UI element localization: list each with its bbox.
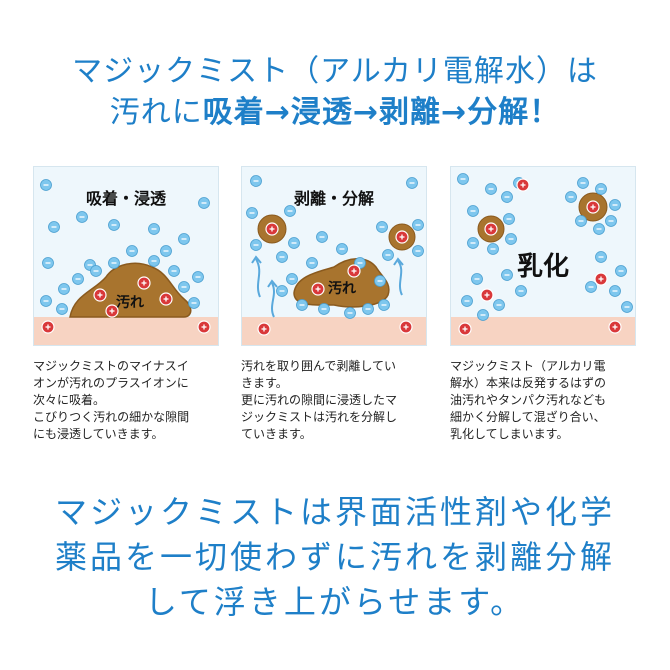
panel-2-description: 汚れを取り囲んで剥離してい きます。 更に汚れの隙間に浸透したマ ジックミストは… xyxy=(241,358,429,443)
footer-line-1: マジックミストは界面活性剤や化学 xyxy=(54,493,615,531)
surface xyxy=(242,317,426,345)
emulsify-illustration: 乳化 xyxy=(451,173,635,345)
desc-line: 乳化してしまいます。 xyxy=(450,427,569,441)
peel-illustration: 剥離・分解 汚れ xyxy=(242,175,426,345)
minus-ions xyxy=(40,179,210,315)
headline-line-2: 汚れに吸着→浸透→剥離→分解！ xyxy=(0,93,670,133)
desc-line: 更に汚れの隙間に浸透したマ xyxy=(241,393,398,407)
plus-ions xyxy=(41,276,211,334)
desc-line: ジックミストは汚れを分解し xyxy=(241,410,398,424)
footer-line-3: して浮き上がらせます。 xyxy=(144,583,526,621)
panel-adsorption: 吸着・浸透 汚れ xyxy=(33,166,219,346)
rising-arrows xyxy=(251,255,404,318)
panel-title: 吸着・浸透 xyxy=(86,189,167,208)
panel-3-description: マジックミスト（アルカリ電 解水）本来は反発するはずの 油汚れやタンパク汚れなど… xyxy=(450,358,638,443)
panel-emulsify: 乳化 xyxy=(450,166,636,346)
panel-title: 剥離・分解 xyxy=(294,189,374,208)
panel-peel-decompose: 剥離・分解 汚れ xyxy=(241,166,427,346)
desc-line: 細かく分解して混ざり合い、 xyxy=(450,410,606,424)
panel-1-description: マジックミストのマイナスイ オンが汚れのプラスイオンに 次々に吸着。 こびりつく… xyxy=(33,358,221,443)
desc-line: マジックミストのマイナスイ xyxy=(33,359,189,373)
desc-line: にも浸透していきます。 xyxy=(33,427,164,441)
panel-title: 乳化 xyxy=(517,252,569,282)
surface xyxy=(34,317,218,345)
desc-line: 次々に吸着。 xyxy=(33,393,106,407)
desc-line: オンが汚れのプラスイオンに xyxy=(33,376,189,390)
desc-line: きます。 xyxy=(241,376,288,390)
footer-line-2: 薬品を一切使わずに汚れを剥離分解 xyxy=(54,538,615,576)
adsorption-illustration: 吸着・浸透 汚れ xyxy=(34,179,218,345)
desc-line: 油汚れやタンパク汚れなども xyxy=(450,393,607,407)
desc-line: こびりつく汚れの細かな隙間 xyxy=(33,410,190,424)
surface xyxy=(451,317,635,345)
desc-line: ていきます。 xyxy=(241,427,312,441)
headline-steps: 吸着→浸透→剥離→分解！ xyxy=(202,95,561,130)
dirt-label: 汚れ xyxy=(328,280,356,297)
plus-ions xyxy=(458,178,622,336)
dirt-label: 汚れ xyxy=(116,294,144,311)
desc-line: 解水）本来は反発するはずの xyxy=(450,376,607,390)
dirt-blob xyxy=(69,262,192,318)
desc-line: 汚れを取り囲んで剥離してい xyxy=(241,359,397,373)
minus-ions xyxy=(246,175,424,319)
desc-line: マジックミスト（アルカリ電 xyxy=(450,359,606,373)
headline-prefix: 汚れに xyxy=(109,95,203,130)
headline-line-1: マジックミスト（アルカリ電解水）は xyxy=(72,54,598,89)
plus-ions xyxy=(257,222,413,336)
